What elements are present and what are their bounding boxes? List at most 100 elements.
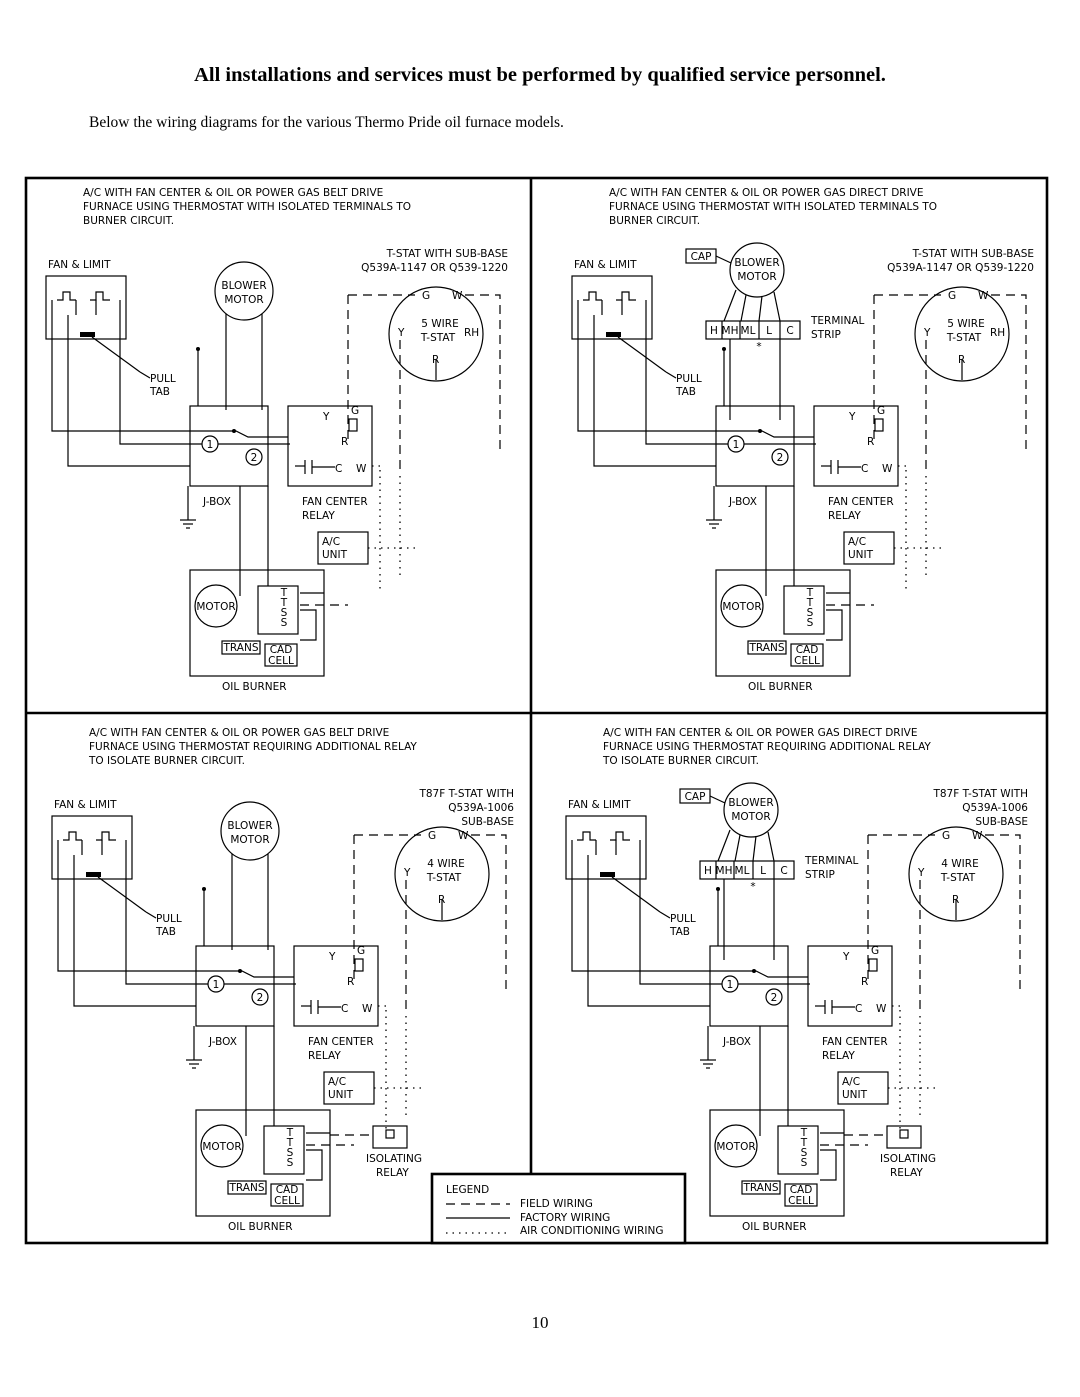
- strip-terminal: L: [766, 325, 772, 337]
- strip-terminal: ML: [741, 325, 756, 337]
- cad-cell: [264, 643, 298, 667]
- relay-terminal-c: C: [335, 463, 342, 475]
- ac-label: A/C: [328, 1076, 346, 1088]
- transformer: [747, 640, 787, 655]
- ttss-terminal: S: [801, 1157, 808, 1169]
- cad-label: CELL: [268, 655, 294, 667]
- burner-motor-label: MOTOR: [202, 1141, 241, 1153]
- legend-item-ac: AIR CONDITIONING WIRING: [520, 1225, 663, 1237]
- ttss-terminal: S: [287, 1157, 294, 1169]
- fan-limit-label: FAN & LIMIT: [574, 259, 637, 271]
- relay-coil: [868, 958, 878, 972]
- wire-junction: [232, 429, 236, 433]
- page-heading: All installations and services must be p…: [194, 64, 886, 86]
- tstat-terminal-g: G: [942, 830, 950, 842]
- relay-terminal-c: C: [341, 1003, 348, 1015]
- relay-terminal-c: C: [861, 463, 868, 475]
- ttss-terminal: T: [806, 597, 814, 609]
- burner-motor-label: MOTOR: [196, 601, 235, 613]
- ttss-terminal: S: [281, 607, 288, 619]
- page-number: 10: [531, 1313, 549, 1332]
- ac-label: UNIT: [322, 549, 348, 561]
- isolating-label: ISOLATING: [880, 1153, 936, 1165]
- wire-junction: [758, 429, 762, 433]
- pull-tab-label: PULL: [150, 373, 176, 385]
- relay-coil: [354, 958, 364, 972]
- relay-terminal-g: G: [871, 945, 879, 957]
- panel-title-line: TO ISOLATE BURNER CIRCUIT.: [602, 755, 759, 767]
- tstat-header-line: T87F T-STAT WITH: [932, 788, 1028, 800]
- tstat-inner-label: 5 WIRE: [947, 318, 984, 330]
- fan-center-label: FAN CENTER: [302, 496, 368, 508]
- strip-terminal: C: [780, 865, 787, 877]
- panel-title-line: FURNACE USING THERMOSTAT WITH ISOLATED T…: [83, 201, 411, 213]
- tstat-terminal-g: G: [948, 290, 956, 302]
- tstat-header-line: Q539A-1006: [448, 802, 514, 814]
- isolating-relay: [886, 1125, 922, 1149]
- isolating-relay-coil: [385, 1129, 395, 1139]
- junction-box: [195, 945, 275, 1027]
- isolating-label: RELAY: [890, 1167, 923, 1179]
- cad-label: CAD: [790, 1184, 813, 1196]
- oil-burner-label: OIL BURNER: [748, 681, 813, 693]
- thermostat: [394, 826, 490, 922]
- transformer: [741, 1180, 781, 1195]
- cad-cell: [270, 1183, 304, 1207]
- panel-title-line: TO ISOLATE BURNER CIRCUIT.: [88, 755, 245, 767]
- fan-limit-label: FAN & LIMIT: [48, 259, 111, 271]
- tstat-header-line: T87F T-STAT WITH: [418, 788, 514, 800]
- relay-terminal-w: W: [356, 463, 367, 475]
- relay-terminal-r: R: [347, 976, 354, 988]
- oil-burner-label: OIL BURNER: [742, 1221, 807, 1233]
- cad-label: CELL: [794, 655, 820, 667]
- fan-limit-box: [51, 815, 133, 880]
- transformer: [227, 1180, 267, 1195]
- relay-terminal-g: G: [351, 405, 359, 417]
- ttss-terminal: S: [801, 1147, 808, 1159]
- pull-tab-label: TAB: [675, 386, 696, 398]
- terminal-label: TERMINAL: [810, 315, 865, 327]
- panel-title-line: A/C WITH FAN CENTER & OIL OR POWER GAS B…: [89, 727, 389, 739]
- relay-terminal-w: W: [882, 463, 893, 475]
- tstat-inner-label: T-STAT: [940, 872, 976, 884]
- strip-terminal: MH: [716, 865, 733, 877]
- limit-tab: [80, 332, 95, 337]
- fan-limit-box: [571, 275, 653, 340]
- ttss-terminal: S: [281, 617, 288, 629]
- tstat-terminal-w: W: [458, 830, 469, 842]
- tstat-terminal-w: W: [452, 290, 463, 302]
- burner-motor-label: MOTOR: [722, 601, 761, 613]
- ac-label: A/C: [842, 1076, 860, 1088]
- fan-center-relay: [287, 405, 373, 487]
- tstat-terminal-y: Y: [397, 327, 405, 339]
- tstat-terminal-g: G: [422, 290, 430, 302]
- fan-limit-box: [565, 815, 647, 880]
- cad-label: CAD: [796, 644, 819, 656]
- ttss-terminal-block: [783, 585, 825, 635]
- ac-label: UNIT: [848, 549, 874, 561]
- legend-title: LEGEND: [446, 1184, 489, 1196]
- burner-motor: [714, 1124, 758, 1168]
- cad-label: CAD: [276, 1184, 299, 1196]
- blower-motor: [214, 261, 274, 321]
- tstat-terminal-rh: RH: [464, 327, 479, 339]
- oil-burner-label: OIL BURNER: [228, 1221, 293, 1233]
- cad-cell: [784, 1183, 818, 1207]
- pull-tab-label: TAB: [155, 926, 176, 938]
- legend: LEGEND FIELD WIRING FACTORY WIRING AIR C…: [430, 1172, 687, 1245]
- ttss-terminal: S: [807, 617, 814, 629]
- fan-limit-label: FAN & LIMIT: [568, 799, 631, 811]
- cad-label: CAD: [270, 644, 293, 656]
- isolating-relay-coil: [899, 1129, 909, 1139]
- tstat-header-line: Q539A-1147 OR Q539-1220: [361, 262, 508, 274]
- burner-motor: [200, 1124, 244, 1168]
- isolating-label: ISOLATING: [366, 1153, 422, 1165]
- ttss-terminal: T: [286, 1137, 294, 1149]
- strip-terminal: C: [786, 325, 793, 337]
- relay-terminal-r: R: [861, 976, 868, 988]
- ttss-terminal: S: [807, 607, 814, 619]
- relay-coil: [874, 418, 884, 432]
- star-mark: *: [756, 341, 761, 353]
- tstat-inner-label: T-STAT: [946, 332, 982, 344]
